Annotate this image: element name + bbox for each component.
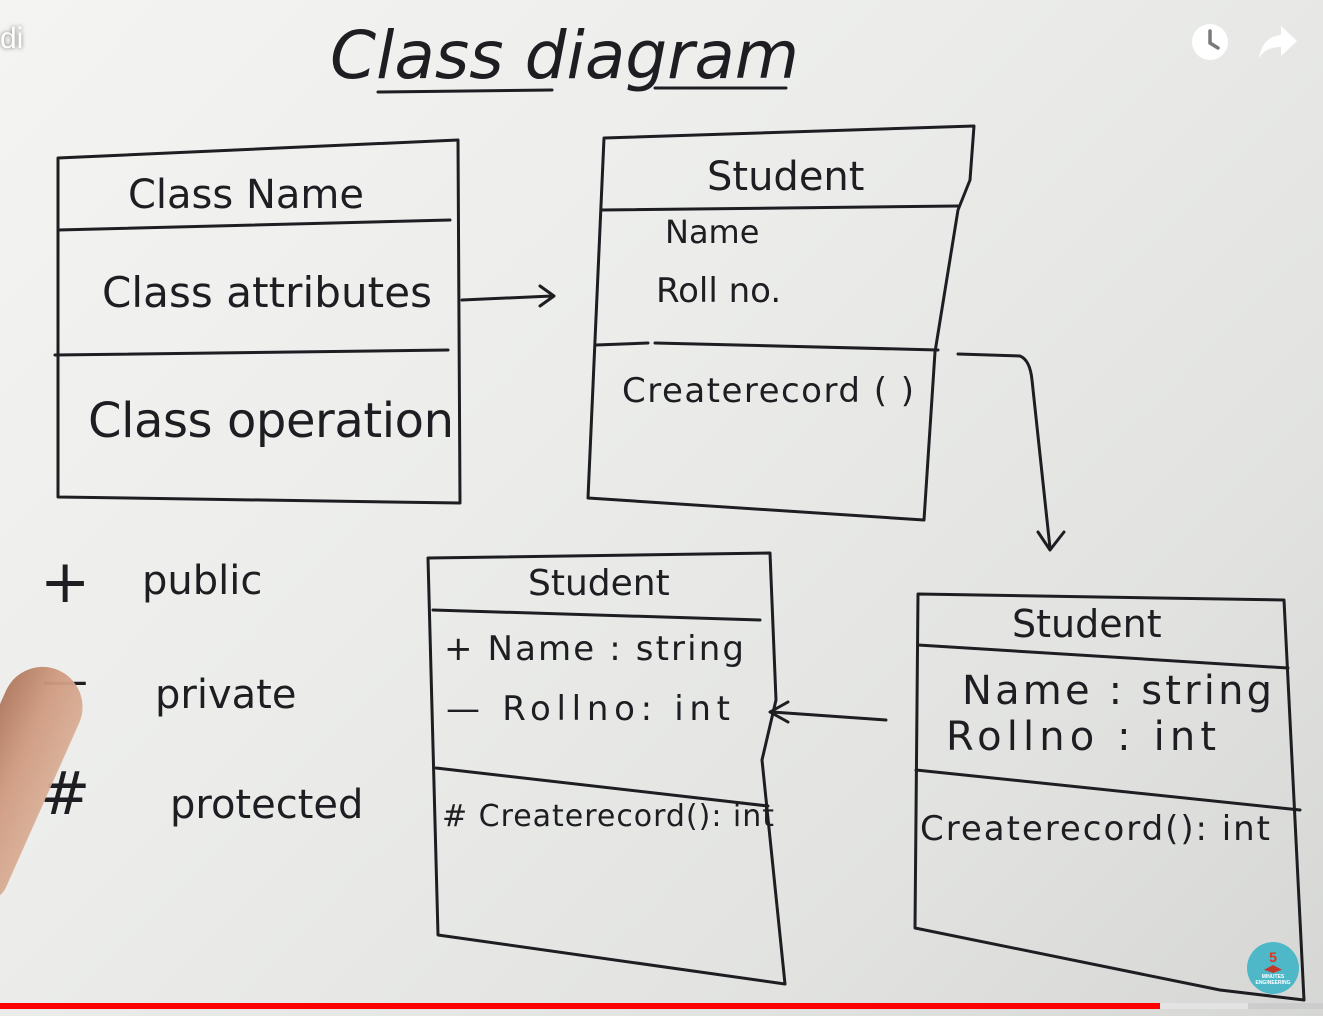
student-class-box-1: Student Name Roll no. Createrecord ( ) [586,124,976,522]
arrow-to-student-3 [768,700,888,724]
template-class-name: Class Name [128,172,364,218]
legend-label-public: public [142,558,262,604]
share-button[interactable] [1256,22,1300,66]
legend-label-protected: protected [170,782,363,828]
student-2-class-name: Student [1012,602,1162,646]
template-class-attributes: Class attributes [102,268,432,317]
title-underline [376,86,788,94]
diagram-title: Class diagram [330,17,799,94]
arrow-to-student-1 [460,284,556,308]
video-progress-bar[interactable] [0,1003,1323,1009]
student-3-class-name: Student [528,563,670,604]
video-title-fragment[interactable]: di [0,22,24,55]
channel-logo-text-1: MINUTES [1261,974,1285,980]
channel-logo-text-2: ENGINEERING [1255,980,1291,986]
student-1-operation: Createrecord ( ) [622,371,914,411]
video-buffer-bar [1160,1003,1248,1009]
student-2-attribute-rollno: Rollno : int [946,714,1216,760]
channel-logo-number: 5 [1269,949,1277,965]
student-class-box-3: Student + Name : string — Rollno: int # … [426,551,787,986]
arrow-to-student-2 [956,352,1066,552]
student-1-attribute-name: Name [665,213,759,251]
student-2-operation: Createrecord(): int [920,809,1270,849]
student-class-box-2: Student Name : string Rollno : int Creat… [913,592,1306,1002]
student-3-operation: # Createrecord(): int [442,799,774,834]
student-1-attribute-rollno: Roll no. [656,271,781,311]
template-class-operations: Class operation [88,393,454,449]
share-arrow-icon [1257,24,1299,64]
student-3-attribute-name: + Name : string [444,629,744,669]
legend-symbol-public: + [40,547,90,617]
template-class-box: Class Name Class attributes Class operat… [53,138,462,505]
legend-label-private: private [155,672,296,718]
video-progress-fill [0,1003,1161,1009]
student-2-attribute-name: Name : string [962,668,1272,714]
access-modifier-legend: + public — private # protected [40,547,363,829]
channel-logo[interactable]: 5 MINUTES ENGINEERING [1247,942,1299,994]
watch-later-button[interactable] [1188,22,1232,66]
clock-icon [1190,22,1230,66]
student-3-attribute-rollno: — Rollno: int [446,689,730,729]
student-1-class-name: Student [707,154,864,200]
graduation-cap-icon [1264,965,1282,973]
